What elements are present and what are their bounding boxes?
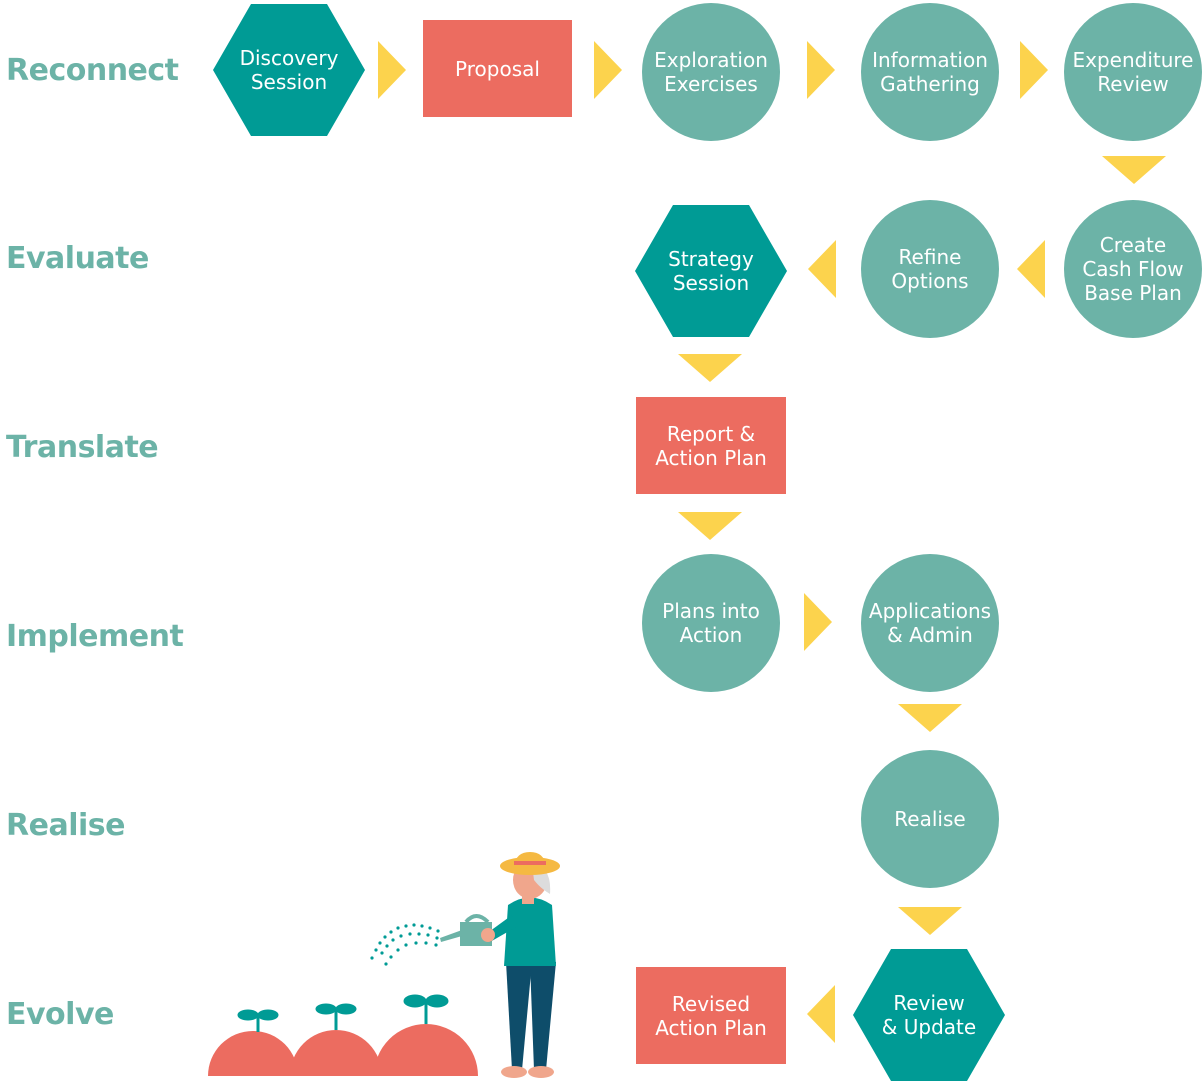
stage-label-realise: Realise [6, 808, 125, 843]
arrow-down-icon [898, 704, 962, 732]
step-proposal: Proposal [423, 20, 572, 117]
gardener-watering-plants-icon [208, 852, 560, 1078]
stage-label-evolve: Evolve [6, 997, 114, 1032]
step-revised-action-plan-label: Revised Action Plan [655, 991, 767, 1040]
arrow-left-icon [808, 240, 836, 298]
step-applications-admin-label: Applications & Admin [868, 599, 992, 647]
step-applications-admin: Applications & Admin [861, 554, 999, 692]
arrow-left-icon [807, 985, 835, 1043]
arrow-right-icon [378, 41, 406, 99]
arrow-right-icon [807, 41, 835, 99]
step-strategy-session-label: Strategy Session [668, 247, 754, 295]
arrow-right-icon [1020, 41, 1048, 99]
step-report-action-plan: Report & Action Plan [636, 397, 786, 494]
arrow-right-icon [804, 593, 832, 651]
arrow-down-icon [678, 354, 742, 382]
step-refine-options-label: Refine Options [891, 245, 969, 293]
step-proposal-label: Proposal [455, 56, 540, 81]
step-create-cash-flow-base-plan: Create Cash Flow Base Plan [1064, 200, 1202, 338]
step-expenditure-review-label: Expenditure Review [1072, 48, 1194, 96]
step-realise-label: Realise [894, 807, 966, 831]
step-exploration-exercises: Exploration Exercises [642, 3, 780, 141]
step-information-gathering: Information Gathering [861, 3, 999, 141]
step-revised-action-plan: Revised Action Plan [636, 967, 786, 1064]
stage-label-implement: Implement [6, 619, 184, 654]
step-exploration-exercises-label: Exploration Exercises [654, 48, 768, 96]
step-discovery-session: Discovery Session [213, 4, 365, 136]
step-create-cash-flow-label: Create Cash Flow Base Plan [1082, 233, 1184, 305]
step-report-action-plan-label: Report & Action Plan [655, 421, 767, 470]
step-review-update-label: Review & Update [881, 991, 977, 1039]
arrow-down-icon [678, 512, 742, 540]
arrow-down-icon [1102, 156, 1166, 184]
step-discovery-session-label: Discovery Session [239, 46, 339, 94]
arrow-right-icon [594, 41, 622, 99]
arrow-left-icon [1017, 240, 1045, 298]
step-plans-into-action: Plans into Action [642, 554, 780, 692]
step-refine-options: Refine Options [861, 200, 999, 338]
step-realise: Realise [861, 750, 999, 888]
step-review-update: Review & Update [853, 949, 1005, 1081]
step-strategy-session: Strategy Session [635, 205, 787, 337]
step-information-gathering-label: Information Gathering [872, 48, 988, 96]
stage-label-translate: Translate [6, 430, 159, 465]
stage-label-reconnect: Reconnect [6, 53, 179, 88]
step-plans-into-action-label: Plans into Action [662, 599, 760, 647]
stage-label-evaluate: Evaluate [6, 241, 149, 276]
arrow-down-icon [898, 907, 962, 935]
step-expenditure-review: Expenditure Review [1064, 3, 1202, 141]
